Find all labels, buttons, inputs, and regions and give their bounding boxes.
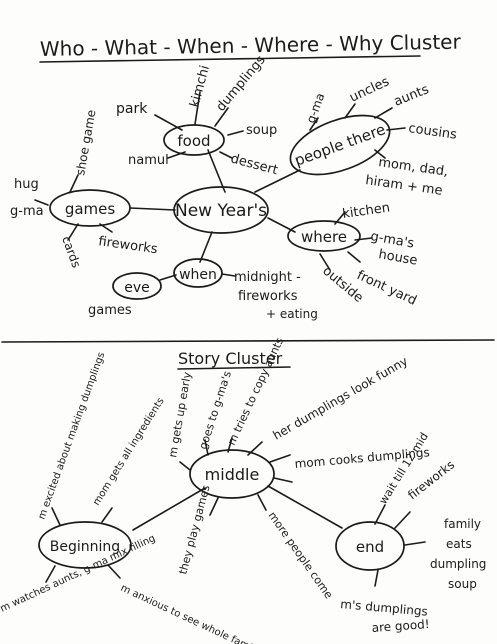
beginning-node-label: Beginning — [50, 539, 120, 555]
people-node-ellipse — [289, 114, 391, 176]
middle-node-ellipse — [189, 449, 275, 499]
where-item-kitchen: kitchen — [341, 200, 390, 222]
people-item-uncles: uncles — [347, 74, 392, 105]
where-item-gmas: g-ma's — [369, 229, 415, 251]
cluster2-connectors — [45, 437, 426, 587]
middle-node-label: middle — [205, 465, 260, 484]
games-item-hug: hug — [14, 177, 39, 192]
end-item-are-good: are good! — [371, 617, 430, 635]
where-node-ellipse — [287, 220, 361, 252]
when-item-midnight: midnight - — [234, 270, 301, 285]
games-node-label: games — [65, 200, 116, 218]
eve-node-label: eve — [124, 280, 150, 296]
food-item-kimchi: kimchi — [187, 64, 213, 109]
food-item-dessert: dessert — [229, 151, 279, 178]
food-item-dumplings: dumplings — [214, 53, 269, 115]
end-item-soup: soup — [448, 577, 477, 591]
end-item-family: family — [444, 517, 481, 531]
food-item-park: park — [116, 101, 148, 117]
where-item-house: house — [377, 247, 418, 269]
center-node-ellipse — [173, 186, 269, 234]
eve-node-ellipse — [112, 272, 162, 300]
beginning-item-anxious: m anxious to see whole family — [119, 583, 262, 644]
end-item-dumpling: dumpling — [430, 557, 486, 571]
middle-item-more-people: more people come — [266, 509, 336, 601]
people-item-aunts: aunts — [392, 82, 432, 110]
where-item-front-yard: front yard — [354, 268, 418, 309]
end-node-ellipse — [335, 521, 405, 571]
food-item-soup: soup — [246, 123, 277, 138]
when-item-eating: + eating — [266, 307, 318, 321]
when-item-fireworks: fireworks — [238, 289, 298, 304]
eve-item-games: games — [88, 303, 132, 318]
beginning-item-ingredients: mom gets all ingredients — [91, 396, 166, 508]
people-node-label: people there — [292, 120, 388, 170]
title-underline — [39, 55, 421, 63]
food-node-ellipse — [163, 124, 225, 156]
end-node-label: end — [356, 538, 384, 556]
center-node-label: New Year's — [175, 201, 267, 221]
food-item-namul: namul — [128, 153, 169, 168]
section-divider — [1, 339, 495, 343]
games-item-shoe-game: shoe game — [73, 109, 98, 177]
end-item-eats: eats — [446, 537, 472, 551]
where-node-label: where — [301, 228, 347, 246]
food-node-label: food — [177, 132, 210, 150]
games-item-cards: cards — [59, 234, 83, 269]
middle-item-dumplings-funny: her dumplings look funny — [271, 354, 411, 443]
end-item-ms-dumplings: m's dumplings — [340, 597, 429, 619]
title2-underline — [177, 366, 291, 370]
middle-item-gets-up-early: m gets up early — [166, 371, 194, 459]
middle-item-play-games: they play games — [176, 483, 212, 575]
people-item-gma: g-ma — [304, 91, 328, 125]
people-item-cousins: cousins — [407, 121, 458, 143]
games-node-ellipse — [49, 189, 131, 227]
beginning-node-ellipse — [38, 521, 132, 569]
games-item-gma: g-ma — [10, 204, 44, 219]
when-node-label: when — [179, 267, 217, 283]
when-node-ellipse — [173, 258, 223, 288]
games-item-fireworks: fireworks — [97, 234, 158, 257]
cluster2-title: Story Cluster — [178, 349, 283, 368]
